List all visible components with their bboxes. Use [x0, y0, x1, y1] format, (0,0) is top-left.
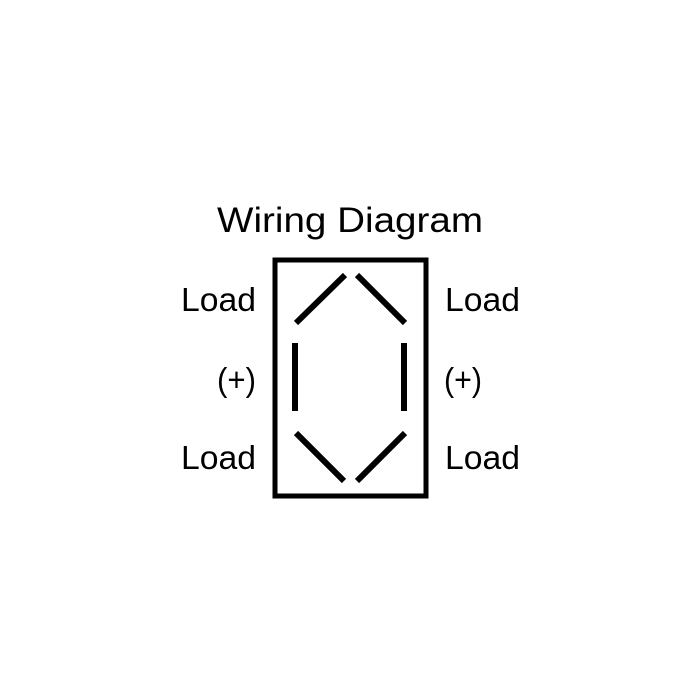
bottom-right-diagonal-segment — [354, 430, 408, 484]
top-right-diagonal-segment — [354, 272, 408, 326]
diagram-title: Wiring Diagram — [217, 201, 483, 240]
switch-outline-box — [272, 257, 429, 499]
right-top-load-label: Load — [445, 281, 520, 318]
left-bottom-load-label: Load — [181, 439, 256, 476]
switch-contact-symbol — [292, 272, 408, 484]
top-left-diagonal-segment — [293, 272, 348, 326]
right-positive-label: (+) — [444, 361, 482, 398]
left-top-load-label: Load — [181, 281, 256, 318]
bottom-left-diagonal-segment — [293, 430, 347, 484]
right-bottom-load-label: Load — [445, 439, 520, 476]
left-positive-label: (+) — [217, 361, 256, 398]
